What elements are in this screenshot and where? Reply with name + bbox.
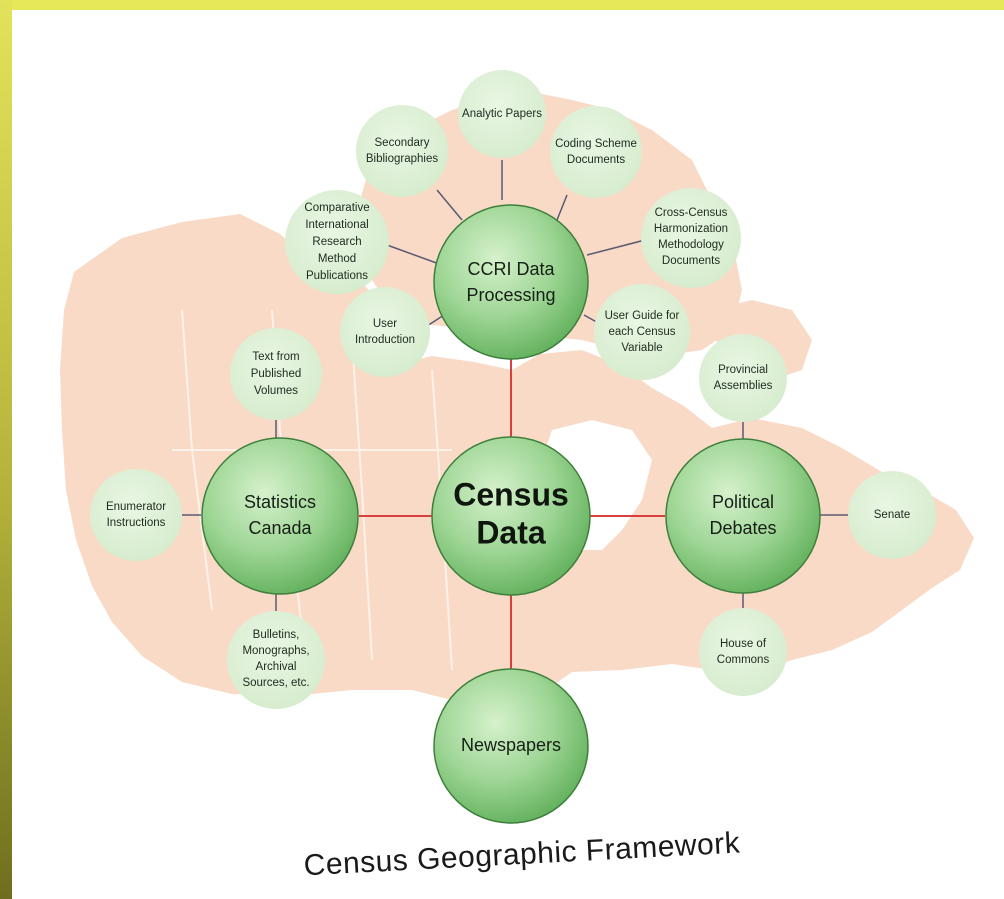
label-provincial-line2: Assemblies	[714, 380, 773, 392]
label-comparative-line3: Research	[312, 236, 361, 248]
connector-coding	[556, 194, 568, 221]
label-text-published-line3: Volumes	[254, 385, 298, 397]
core-connectors	[359, 358, 665, 670]
connector-comparative	[386, 244, 443, 266]
frame-left-border	[0, 0, 12, 899]
node-political-debates: Political Debates	[665, 438, 821, 594]
label-core-line2: Data	[476, 514, 546, 550]
label-user-intro-line1: User	[373, 318, 397, 330]
node-ccri-data-processing: CCRI Data Processing	[433, 204, 589, 360]
satellite-nodes: Analytic Papers Coding Scheme Documents …	[90, 70, 936, 709]
label-house-line2: Commons	[717, 654, 770, 666]
node-secondary-bibliographies: Secondary Bibliographies	[356, 105, 448, 197]
label-user-guide-line2: each Census	[608, 326, 675, 338]
label-user-guide-line1: User Guide for	[605, 310, 680, 322]
node-text-published: Text from Published Volumes	[230, 328, 322, 420]
label-core-line1: Census	[453, 476, 569, 512]
node-newspapers: Newspapers	[433, 668, 589, 824]
label-enumerator-line1: Enumerator	[106, 501, 166, 513]
frame-top-border	[0, 0, 1004, 10]
label-senate-line1: Senate	[874, 509, 910, 521]
label-secondary-line1: Secondary	[375, 137, 430, 149]
node-user-introduction: User Introduction	[340, 287, 430, 377]
label-enumerator-line2: Instructions	[107, 517, 166, 529]
label-statcan-line2: Canada	[248, 518, 312, 538]
label-comparative-line4: Method	[318, 253, 356, 265]
label-user-intro-line2: Introduction	[355, 334, 415, 346]
diagram-caption: Census Geographic Framework	[303, 826, 742, 882]
node-bulletins: Bulletins, Monographs, Archival Sources,…	[227, 611, 325, 709]
node-comparative-research: Comparative International Research Metho…	[285, 190, 389, 294]
node-senate: Senate	[848, 471, 936, 559]
label-statcan-line1: Statistics	[244, 492, 316, 512]
label-cross-line4: Documents	[662, 255, 720, 267]
node-house: House of Commons	[699, 608, 787, 696]
label-provincial-line1: Provincial	[718, 364, 768, 376]
label-comparative-line2: International	[305, 219, 368, 231]
label-user-guide-line3: Variable	[621, 342, 662, 354]
label-bulletins-line1: Bulletins,	[253, 629, 300, 641]
connector-secondary	[436, 189, 463, 221]
hub-nodes: CCRI Data Processing Statistics Canada P…	[201, 204, 821, 824]
node-census-data-core: Census Data	[431, 436, 591, 596]
node-user-guide: User Guide for each Census Variable	[594, 284, 690, 380]
node-analytic-papers: Analytic Papers	[458, 70, 546, 158]
label-comparative-line5: Publications	[306, 270, 368, 282]
label-analytic-line1: Analytic Papers	[462, 108, 542, 120]
label-text-published-line2: Published	[251, 368, 302, 380]
diagram-canvas: Analytic Papers Coding Scheme Documents …	[12, 10, 1004, 899]
label-coding-line2: Documents	[567, 154, 625, 166]
label-newspapers-line1: Newspapers	[461, 735, 561, 755]
node-provincial: Provincial Assemblies	[699, 334, 787, 422]
label-secondary-line2: Bibliographies	[366, 153, 438, 165]
node-cross-census: Cross-Census Harmonization Methodology D…	[641, 188, 741, 288]
census-diagram: Analytic Papers Coding Scheme Documents …	[60, 70, 974, 882]
label-political-line1: Political	[712, 492, 774, 512]
label-cross-line2: Harmonization	[654, 223, 728, 235]
label-bulletins-line4: Sources, etc.	[242, 677, 309, 689]
label-comparative-line1: Comparative	[304, 202, 369, 214]
label-coding-line1: Coding Scheme	[555, 138, 637, 150]
connector-cross	[586, 239, 646, 256]
label-political-line2: Debates	[709, 518, 776, 538]
label-house-line1: House of	[720, 638, 767, 650]
label-ccri-line1: CCRI Data	[467, 259, 555, 279]
label-bulletins-line2: Monographs,	[242, 645, 309, 657]
label-cross-line1: Cross-Census	[655, 207, 728, 219]
label-text-published-line1: Text from	[252, 351, 299, 363]
node-statistics-canada: Statistics Canada	[201, 437, 359, 595]
canada-map-background	[60, 92, 974, 710]
node-coding-scheme: Coding Scheme Documents	[550, 106, 642, 198]
label-cross-line3: Methodology	[658, 239, 724, 251]
node-enumerator: Enumerator Instructions	[90, 469, 182, 561]
label-ccri-line2: Processing	[466, 285, 555, 305]
label-bulletins-line3: Archival	[256, 661, 297, 673]
